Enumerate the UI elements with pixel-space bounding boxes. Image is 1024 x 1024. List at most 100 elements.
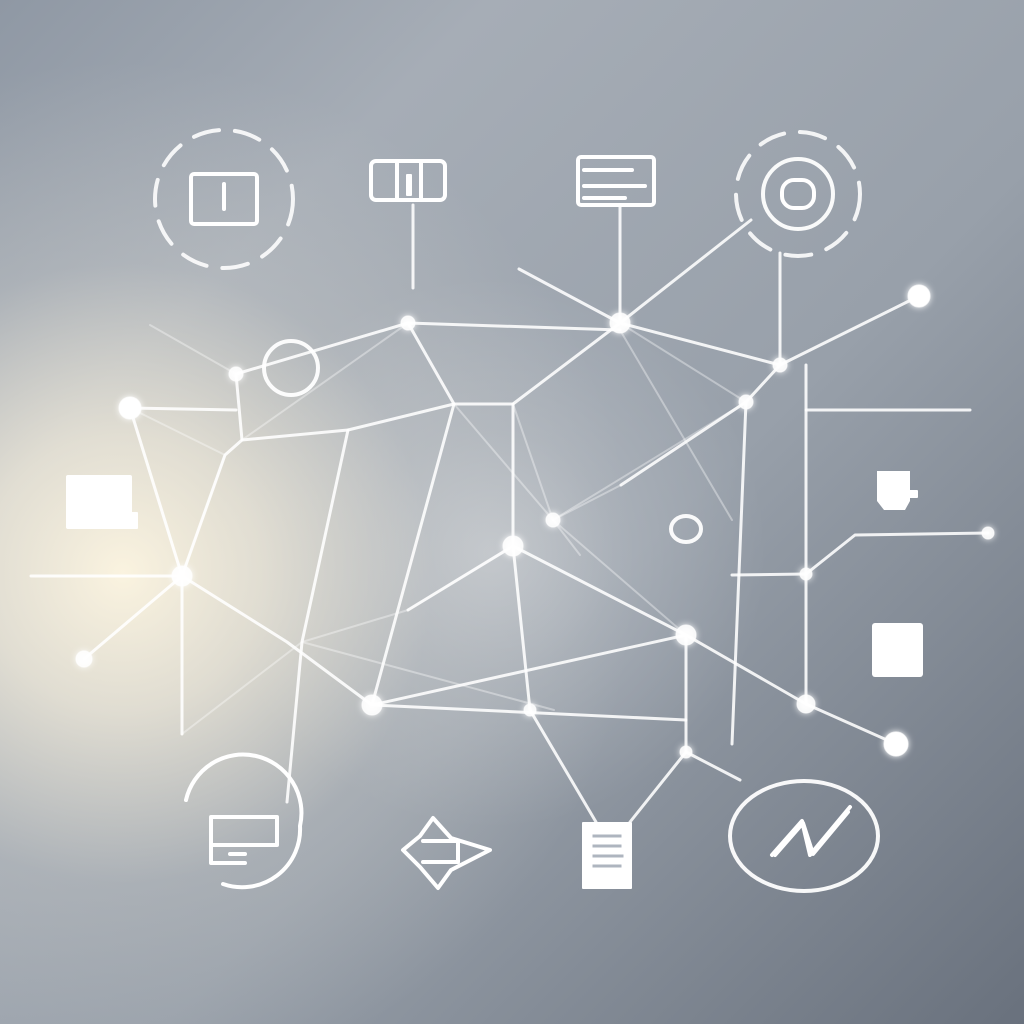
network-link xyxy=(619,322,747,403)
network-node xyxy=(609,312,631,334)
network-node xyxy=(679,745,693,759)
network-link xyxy=(619,400,748,487)
network-node xyxy=(118,396,142,420)
network-link xyxy=(301,641,555,711)
terminal-icon-ring xyxy=(184,752,304,890)
network-link xyxy=(804,531,990,576)
network-link xyxy=(552,401,747,521)
network-node xyxy=(907,284,931,308)
network-link xyxy=(407,545,514,611)
folder-icon-lower-right-fold xyxy=(907,623,921,647)
network-link xyxy=(406,321,622,332)
document-icon-corner xyxy=(620,822,632,834)
target-icon-outer xyxy=(761,157,835,231)
network-node xyxy=(171,565,193,587)
connection-lines xyxy=(29,204,990,824)
network-link xyxy=(512,403,554,521)
network-link xyxy=(180,574,374,707)
folder-icon-lower-right xyxy=(872,623,923,677)
network-link xyxy=(285,428,350,804)
window-icon xyxy=(153,128,295,270)
network-node xyxy=(738,394,754,410)
network-link xyxy=(241,322,409,441)
network-symbol-icon-mark-shadow xyxy=(773,810,850,857)
network-link xyxy=(517,267,622,325)
storage-icon-divider xyxy=(395,159,423,202)
diamond-icon-inner xyxy=(421,839,460,864)
diamond-icon xyxy=(401,816,492,890)
window-icon-frame xyxy=(189,172,259,226)
file-icon-tab xyxy=(908,490,918,498)
network-link xyxy=(370,402,456,707)
network-node xyxy=(981,526,995,540)
small-oval-icon xyxy=(669,514,703,544)
folder-icon-shadow xyxy=(70,480,126,522)
network-nodes xyxy=(75,284,995,759)
network-node xyxy=(502,535,524,557)
server-icon-body xyxy=(576,155,656,207)
network-link xyxy=(370,633,688,707)
network-link xyxy=(511,321,622,406)
network-link xyxy=(181,454,226,577)
network-node xyxy=(772,357,788,373)
file-icon-shape xyxy=(877,471,910,510)
network-link xyxy=(240,402,515,442)
network-node xyxy=(675,624,697,646)
network-symbol-icon-ring xyxy=(728,779,880,893)
network-link xyxy=(619,329,733,521)
network-link xyxy=(744,363,782,404)
network-link xyxy=(234,321,456,406)
network-link xyxy=(511,544,532,712)
network-node xyxy=(400,315,416,331)
folder-icon xyxy=(66,475,138,529)
document-icon-lines xyxy=(592,834,624,868)
network-node xyxy=(799,567,813,581)
network-link xyxy=(804,702,898,746)
network-link xyxy=(453,403,687,636)
network-node xyxy=(228,366,244,382)
network-link xyxy=(149,324,237,375)
storage-icon-bar xyxy=(406,174,412,196)
network-link xyxy=(181,641,303,735)
network-link xyxy=(684,633,808,706)
target-icon-ring xyxy=(734,130,862,258)
network-node xyxy=(75,650,93,668)
network-node xyxy=(796,694,816,714)
terminal-icon xyxy=(184,752,304,890)
target-icon xyxy=(734,130,862,258)
terminal-icon-base xyxy=(209,843,247,865)
terminal-icon-window xyxy=(209,815,279,847)
network-link xyxy=(128,406,238,412)
folder-icon-tab xyxy=(126,512,138,529)
server-icon-lines xyxy=(582,168,647,200)
server-icon xyxy=(576,155,656,207)
network-node xyxy=(883,731,909,757)
network-link xyxy=(628,750,688,824)
network-link xyxy=(730,572,808,577)
network-node xyxy=(545,512,561,528)
network-node xyxy=(361,694,383,716)
network-link xyxy=(128,406,184,578)
network-node xyxy=(523,703,537,717)
target-icon-inner xyxy=(780,178,816,210)
folder-icon-lower-right-body xyxy=(872,623,923,677)
network-link xyxy=(82,372,244,661)
network-link xyxy=(301,609,409,643)
network-link xyxy=(129,407,226,456)
diamond-icon-outline xyxy=(401,816,492,890)
network-link xyxy=(552,484,622,521)
network-link xyxy=(778,294,921,367)
storage-icon xyxy=(369,159,447,290)
file-icon xyxy=(877,471,918,510)
document-icon xyxy=(582,822,632,889)
network-link xyxy=(528,708,598,824)
network-link xyxy=(684,750,742,782)
window-icon-ring xyxy=(153,128,295,270)
network-link xyxy=(730,400,748,746)
storage-icon-body xyxy=(369,159,447,202)
network-link xyxy=(406,544,515,612)
decorative-rings xyxy=(262,339,703,544)
network-link xyxy=(511,544,688,637)
